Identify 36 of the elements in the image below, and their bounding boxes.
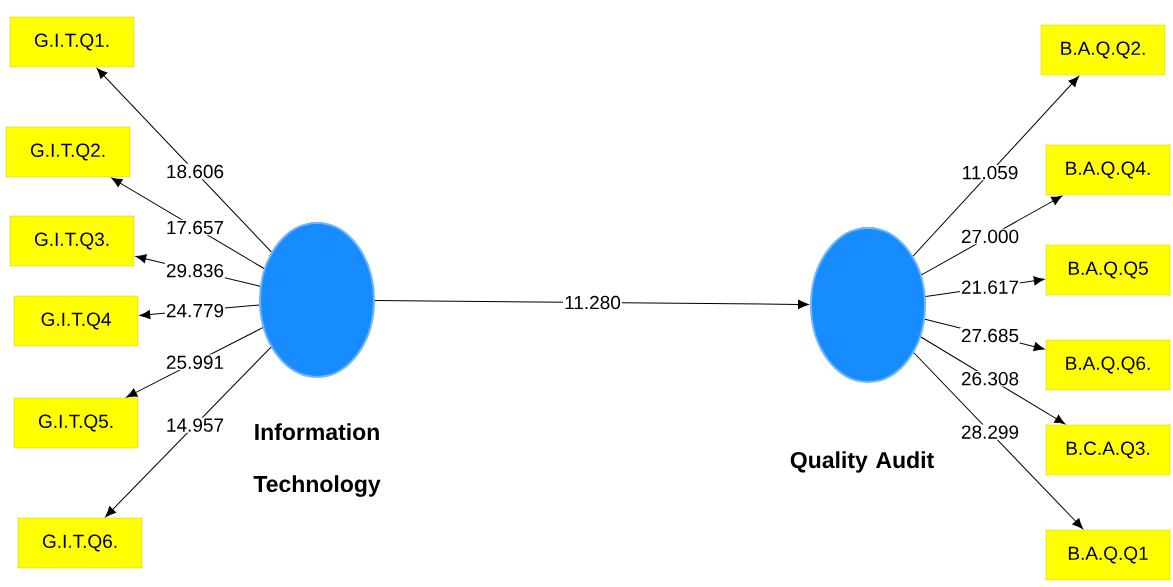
- indicator-box: B.A.Q.Q1: [1045, 529, 1171, 581]
- arrow: [126, 327, 264, 398]
- edge-label: 27.685: [959, 327, 1021, 344]
- arrow: [920, 336, 1066, 425]
- edge-label: 14.957: [164, 417, 226, 433]
- edge-label: 17.657: [164, 219, 226, 236]
- arrow: [374, 299, 809, 309]
- arrow: [105, 346, 272, 517]
- arrow: [912, 76, 1079, 257]
- indicator-box: G.I.T.Q3.: [9, 215, 135, 267]
- variable-name: Quality Audit: [790, 451, 934, 473]
- indicator-box: B.A.Q.Q5: [1045, 244, 1171, 296]
- edge-label: 29.836: [164, 262, 226, 279]
- indicator-box: G.I.T.Q1.: [9, 16, 135, 68]
- arrow: [921, 195, 1063, 276]
- indicator-box: B.A.Q.Q4.: [1045, 144, 1171, 196]
- indicator-box: B.A.Q.Q6.: [1045, 339, 1171, 391]
- indicator-box: G.I.T.Q2.: [5, 126, 131, 178]
- edge-label: 11.059: [960, 164, 1020, 181]
- arrow: [96, 68, 272, 253]
- edge-label: 27.000: [959, 228, 1021, 245]
- edge-label: 21.617: [959, 279, 1021, 295]
- indicator-box: G.I.T.Q6.: [17, 517, 143, 569]
- indicator-box: B.C.A.Q3.: [1045, 424, 1171, 476]
- indicator-box: G.I.T.Q4: [13, 295, 139, 347]
- variable-name: Information Technology: [253, 423, 381, 497]
- edge-label: 18.606: [164, 163, 226, 180]
- edge-label: 25.991: [164, 354, 226, 371]
- edge-label: 24.779: [164, 302, 226, 319]
- edge-label: 26.308: [959, 371, 1021, 387]
- indicator-box: B.A.Q.Q2.: [1040, 24, 1166, 76]
- edge-label: 28.299: [959, 424, 1021, 440]
- edge-label: 11.280: [563, 294, 622, 311]
- arrow: [913, 352, 1084, 529]
- arrow: [111, 177, 265, 269]
- indicator-box: G.I.T.Q5.: [13, 397, 139, 449]
